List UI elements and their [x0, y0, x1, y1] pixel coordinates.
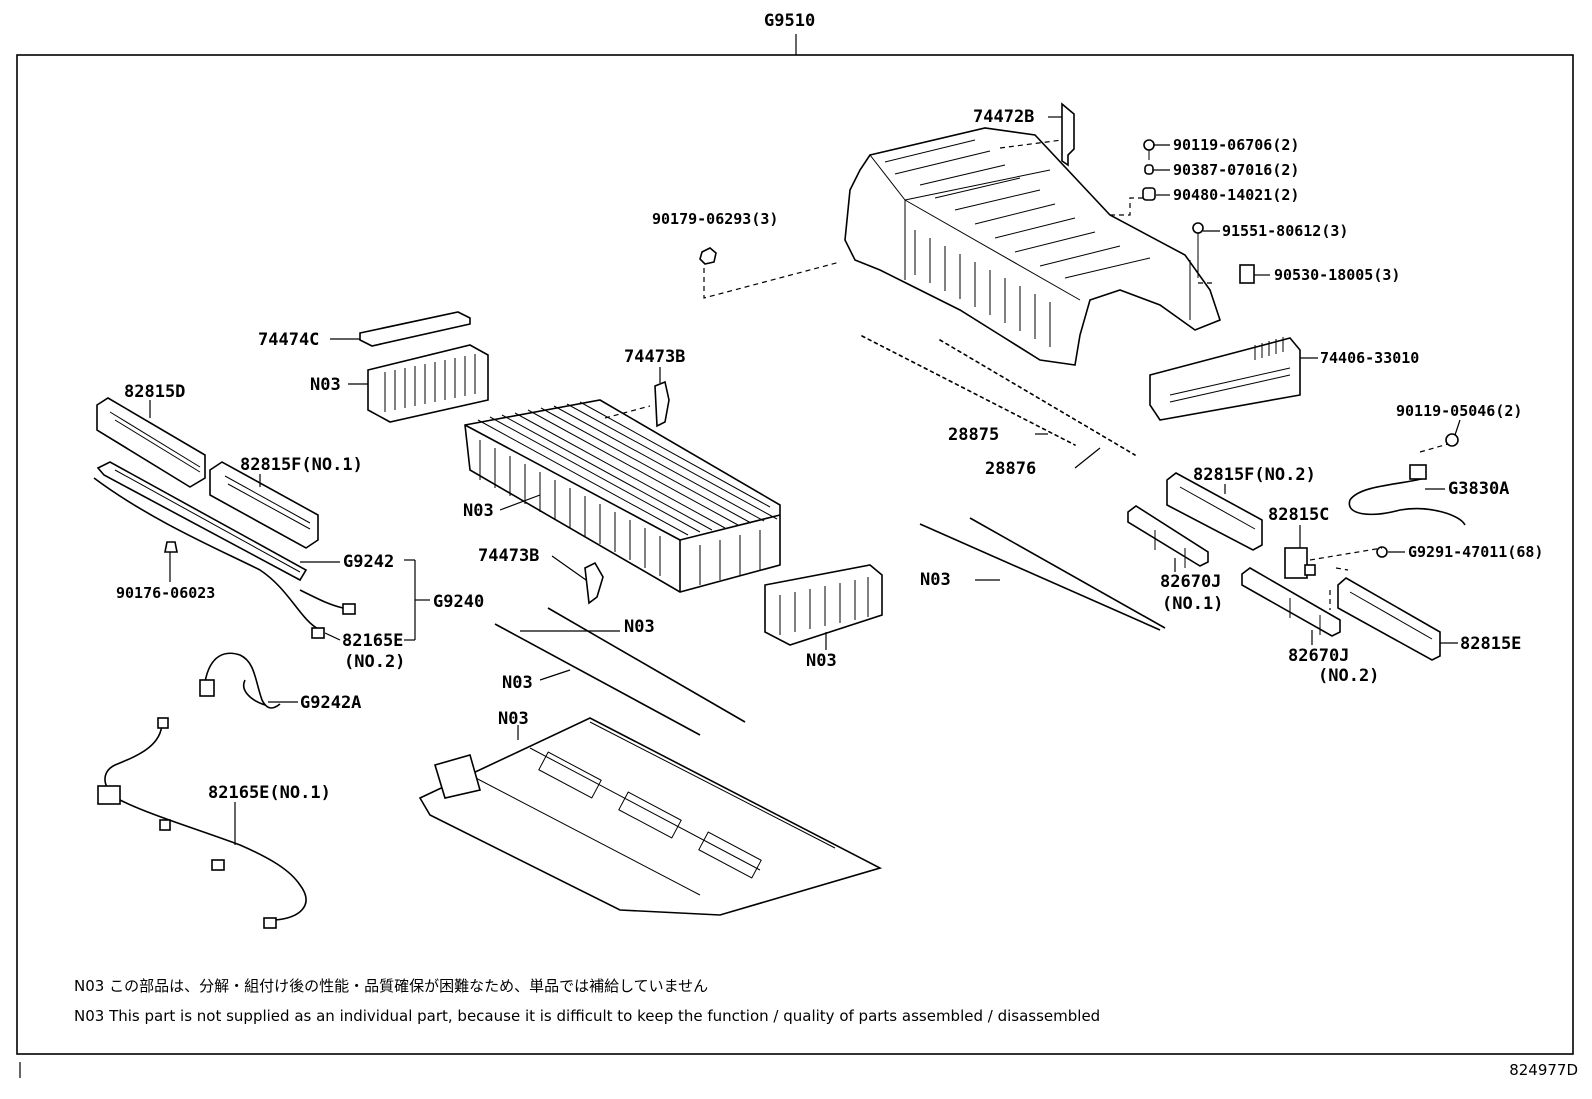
label-28875: 28875 [948, 425, 999, 445]
busbar-plate-82815f-no2-drawing [1166, 472, 1263, 551]
label-28876: 28876 [985, 459, 1036, 479]
illustration-reference: 824977D [1509, 1061, 1578, 1079]
label-n03-end-plate: N03 [806, 651, 837, 671]
part-82815c-drawing [1284, 546, 1388, 579]
side-plate-74406-drawing [1149, 337, 1301, 421]
busbar-plate-82815d-drawing [96, 397, 206, 488]
busbar-plate-82815e-drawing [1337, 577, 1441, 661]
module-74474c-drawing [359, 311, 489, 423]
part-labels: 74472B 90119-06706(2) 90387-07016(2) 904… [116, 107, 1543, 803]
rod-n03-right-drawing [919, 517, 1166, 631]
label-82670j-no2-suffix: (NO.2) [1318, 666, 1379, 686]
bracket-74473b-lower-drawing [584, 561, 604, 605]
harness-g9242-drawing [93, 461, 356, 639]
harness-82165e-no1-drawing [97, 717, 307, 929]
label-82165e-no1: 82165E(NO.1) [208, 783, 331, 803]
label-74472b: 74472B [973, 107, 1034, 127]
label-82165e-no2: 82165E [342, 631, 403, 651]
harness-g9242a-drawing [199, 652, 281, 709]
label-90176-06023: 90176-06023 [116, 584, 215, 602]
note-japanese: N03 この部品は、分解・組付け後の性能・品質確保が困難なため、単品では補給して… [74, 977, 709, 995]
bracket-74473b-upper-drawing [654, 380, 670, 428]
label-90179-06293: 90179-06293(3) [652, 210, 778, 228]
end-plate-n03-drawing [764, 564, 883, 646]
bracket-74472b-drawing [1061, 102, 1075, 167]
label-n03-stack: N03 [463, 501, 494, 521]
label-90119-05046: 90119-05046(2) [1396, 402, 1522, 420]
assembly-label-g9510: G9510 [764, 11, 815, 31]
label-82815d: 82815D [124, 382, 185, 402]
battery-module-stack-drawing [464, 399, 781, 593]
label-82815f-no2: 82815F(NO.2) [1193, 465, 1316, 485]
label-g9240: G9240 [433, 592, 484, 612]
label-91551-80612: 91551-80612(3) [1222, 222, 1348, 240]
label-82670j-no2: 82670J [1288, 646, 1349, 666]
label-82165e-no2-suffix: (NO.2) [344, 652, 405, 672]
note-english: N03 This part is not supplied as an indi… [74, 1007, 1101, 1025]
dashed-leaders [604, 139, 1449, 610]
label-74473b-lower: 74473B [478, 546, 539, 566]
label-90387-07016: 90387-07016(2) [1173, 161, 1299, 179]
label-n03-rod-lower: N03 [502, 673, 533, 693]
busbar-82670j-no1-drawing [1127, 505, 1209, 568]
label-90119-06706: 90119-06706(2) [1173, 136, 1299, 154]
label-74473b-upper: 74473B [624, 347, 685, 367]
rods-n03-center-drawing [494, 607, 746, 736]
label-74474c: 74474C [258, 330, 319, 350]
cable-g3830a-drawing [1348, 433, 1466, 526]
label-90480-14021: 90480-14021(2) [1173, 186, 1299, 204]
shafts-28875-28876-drawing [861, 335, 1136, 456]
diagram-frame [16, 54, 1574, 1055]
label-82670j-no1: 82670J [1160, 572, 1221, 592]
label-n03-tray: N03 [498, 709, 529, 729]
label-n03-rod-upper: N03 [624, 617, 655, 637]
label-g9242a: G9242A [300, 693, 361, 713]
label-82815c: 82815C [1268, 505, 1329, 525]
label-g9291-47011: G9291-47011(68) [1408, 543, 1543, 561]
busbar-82670j-no2-drawing [1241, 567, 1341, 637]
label-74406-33010: 74406-33010 [1320, 349, 1419, 367]
label-n03-rod-right: N03 [920, 570, 951, 590]
label-g3830a: G3830A [1448, 479, 1509, 499]
busbar-plate-82815f-no1-drawing [209, 461, 319, 549]
label-82815f-no1: 82815F(NO.1) [240, 455, 363, 475]
label-82670j-no1-suffix: (NO.1) [1162, 594, 1223, 614]
battery-upper-case-drawing [844, 127, 1221, 366]
label-n03-module: N03 [310, 375, 341, 395]
leader-lines [149, 116, 1461, 845]
lower-tray-n03-drawing [418, 717, 883, 916]
label-90530-18005: 90530-18005(3) [1274, 266, 1400, 284]
label-g9242: G9242 [343, 552, 394, 572]
label-82815e: 82815E [1460, 634, 1521, 654]
